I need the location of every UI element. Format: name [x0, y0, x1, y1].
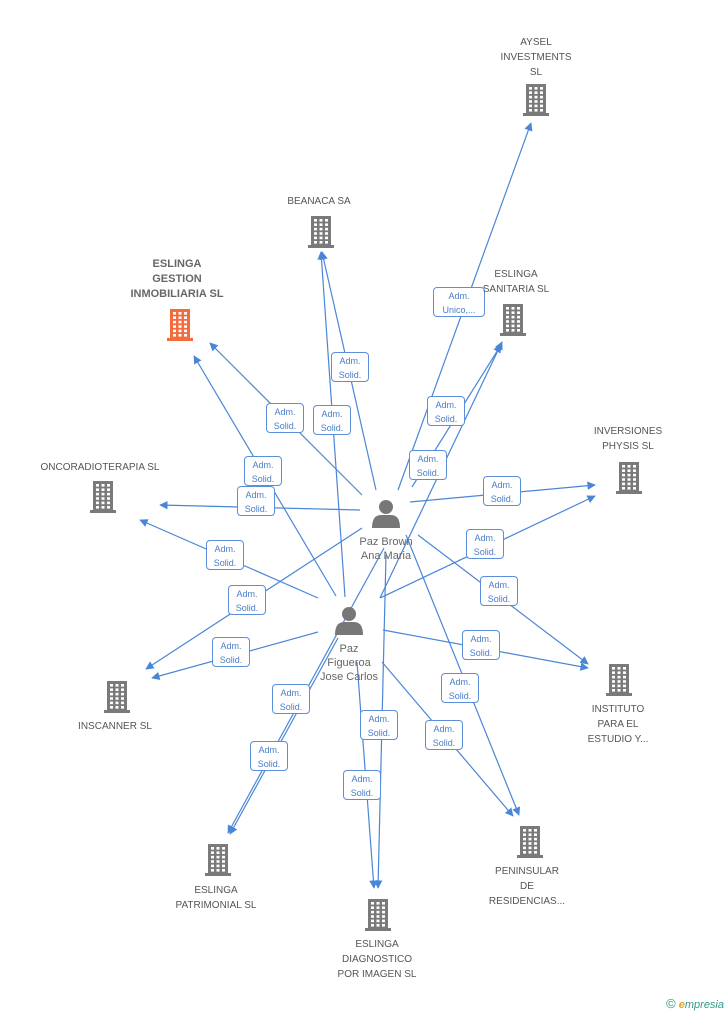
edge-role-label[interactable]: Adm. Solid. — [244, 456, 282, 486]
company-name-beanaca[interactable]: BEANACA SA — [287, 196, 351, 207]
copyright-symbol: © — [666, 996, 676, 1011]
brand-logo-text: mpresia — [684, 999, 724, 1011]
edge-role-label[interactable]: Adm. Solid. — [427, 396, 465, 426]
company-name-physis[interactable]: INVERSIONES PHYSIS SL — [593, 426, 663, 452]
edge-role-label[interactable]: Adm. Solid. — [206, 540, 244, 570]
person-name-p2[interactable]: Paz Figueroa Jose Carlos — [319, 643, 379, 683]
edge-role-label[interactable]: Adm. Solid. — [360, 710, 398, 740]
edge-role-label[interactable]: Adm. Solid. — [466, 529, 504, 559]
company-name-inscanner[interactable]: INSCANNER SL — [78, 721, 152, 732]
edge-role-label[interactable]: Adm. Solid. — [331, 352, 369, 382]
edge-role-label[interactable]: Adm. Solid. — [250, 741, 288, 771]
building-icon[interactable] — [606, 664, 632, 696]
person-name-p1[interactable]: Paz Brown Ana Maria — [359, 536, 413, 562]
edge-role-label[interactable]: Adm. Solid. — [266, 403, 304, 433]
person-icon[interactable] — [372, 500, 400, 528]
building-icon[interactable] — [205, 844, 231, 876]
company-name-peninsular[interactable]: PENINSULAR DE RESIDENCIAS... — [488, 866, 566, 907]
person-icon[interactable] — [335, 607, 363, 635]
company-name-instituto[interactable]: INSTITUTO PARA EL ESTUDIO Y... — [587, 704, 649, 745]
company-name-onco[interactable]: ONCORADIOTERAPIA SL — [40, 462, 160, 473]
edge-role-label[interactable]: Adm. Solid. — [462, 630, 500, 660]
building-icon[interactable] — [500, 304, 526, 336]
building-icon[interactable] — [523, 84, 549, 116]
building-icon[interactable] — [365, 899, 391, 931]
nodes-layer — [90, 84, 642, 931]
edge-role-label[interactable]: Adm. Solid. — [343, 770, 381, 800]
edge-role-label[interactable]: Adm. Solid. — [228, 585, 266, 615]
edge-role-label[interactable]: Adm. Solid. — [237, 486, 275, 516]
edge-role-label[interactable]: Adm. Solid. — [441, 673, 479, 703]
edge-role-label[interactable]: Adm. Solid. — [480, 576, 518, 606]
company-name-sanitaria[interactable]: ESLINGA SANITARIA SL — [482, 269, 550, 295]
company-name-patrimonial[interactable]: ESLINGA PATRIMONIAL SL — [175, 885, 257, 911]
building-icon[interactable] — [167, 309, 193, 341]
building-icon[interactable] — [104, 681, 130, 713]
edge-role-label[interactable]: Adm. Solid. — [409, 450, 447, 480]
company-name-gestion[interactable]: ESLINGA GESTION INMOBILIARIA SL — [130, 258, 224, 300]
edge-role-label[interactable]: Adm. Solid. — [483, 476, 521, 506]
copyright-footer: © empresia — [666, 996, 724, 1011]
edge-role-label[interactable]: Adm. Solid. — [425, 720, 463, 750]
edge-role-label[interactable]: Adm. Solid. — [212, 637, 250, 667]
building-icon[interactable] — [517, 826, 543, 858]
edge-role-label[interactable]: Adm. Unico,... — [433, 287, 485, 317]
edge-role-label[interactable]: Adm. Solid. — [313, 405, 351, 435]
edge-role-label[interactable]: Adm. Solid. — [272, 684, 310, 714]
building-icon[interactable] — [616, 462, 642, 494]
building-icon[interactable] — [308, 216, 334, 248]
company-name-diagnostico[interactable]: ESLINGA DIAGNOSTICO POR IMAGEN SL — [337, 939, 417, 980]
brand-logo-initial: e — [678, 999, 685, 1011]
company-name-aysel[interactable]: AYSEL INVESTMENTS SL — [500, 37, 572, 78]
edge-p2-patrimonial — [229, 637, 339, 835]
building-icon[interactable] — [90, 481, 116, 513]
